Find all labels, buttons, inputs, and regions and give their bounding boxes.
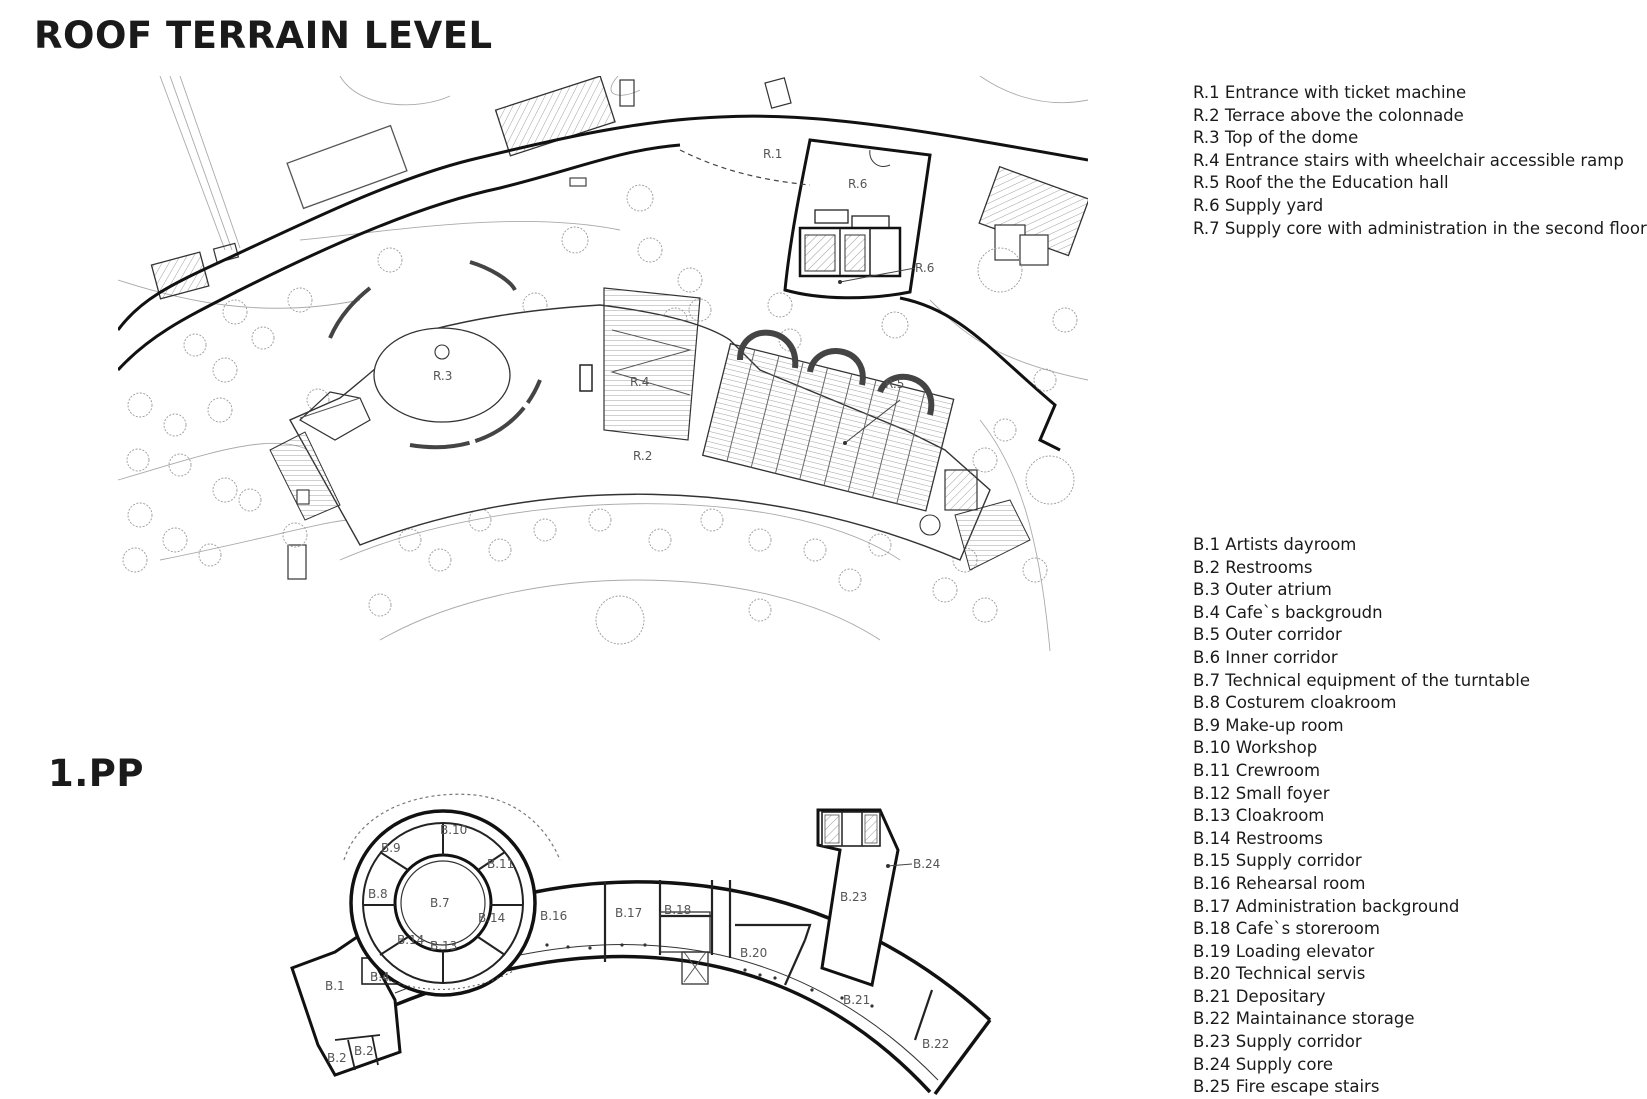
legend-item-b9: B.9 Make-up room [1193,715,1344,735]
legend-item-b13: B.13 Cloakroom [1193,806,1325,826]
floor-plan-1pp: B.1 B.2 B.2 B.4 B.7 B.8 B.9 B.10 B.11 B.… [290,793,992,1096]
roof-site-plan: R.1 R.2 R.3 R.4 R.5 R.6 R.6 [118,76,1088,651]
floor-label-b21: B.21 [843,993,870,1007]
legend-item-r1: R.1 Entrance with ticket machine [1193,83,1467,102]
floor-label-b18: B.18 [664,903,691,917]
legend-item-b25: B.25 Fire escape stairs [1193,1077,1380,1097]
roof-label-r6-core: R.6 [915,261,934,275]
floor-label-b11: B.11 [487,857,514,871]
roof-label-r1: R.1 [763,147,782,161]
floor-label-b24: B.24 [913,857,940,871]
roof-label-r3: R.3 [433,369,452,383]
legend-item-r7: R.7 Supply core with administration in t… [1193,218,1647,238]
roof-label-r4: R.4 [630,375,649,389]
legend-item-b12: B.12 Small foyer [1193,783,1330,803]
floor-label-b2-b: B.2 [354,1044,374,1058]
legend-item-b24: B.24 Supply core [1193,1054,1334,1074]
floor-label-b16: B.16 [540,909,567,923]
roof-legend: R.1 Entrance with ticket machine R.2 Ter… [1193,82,1647,240]
legend-item-b6: B.6 Inner corridor [1193,647,1338,667]
floor-label-b13: B.13 [430,939,457,953]
legend-item-r2: R.2 Terrace above the colonnade [1193,105,1464,125]
roof-label-r5: R.5 [885,377,904,391]
floor-label-b14-a: B.14 [397,933,424,947]
legend-item-b10: B.10 Workshop [1193,738,1318,758]
legend-item-b2: B.2 Restrooms [1193,557,1313,577]
legend-item-b23: B.23 Supply corridor [1193,1032,1362,1052]
legend-item-b19: B.19 Loading elevator [1193,941,1375,961]
legend-item-r6: R.6 Supply yard [1193,195,1324,215]
legend-item-b7: B.7 Technical equipment of the turntable [1193,670,1530,690]
legend-item-b4: B.4 Cafe`s backgroudn [1193,602,1383,622]
floor-plan-title: 1.PP [48,752,145,795]
legend-item-b14: B.14 Restrooms [1193,828,1324,848]
floor-label-b7: B.7 [430,896,450,910]
legend-item-b11: B.11 Crewroom [1193,760,1321,780]
floor-label-b20: B.20 [740,946,767,960]
legend-item-b17: B.17 Administration background [1193,896,1460,916]
roof-label-r6-yard: R.6 [848,177,867,191]
floor-label-b9: B.9 [381,841,401,855]
legend-item-b8: B.8 Costurem cloakroom [1193,693,1397,713]
floor-label-b1: B.1 [325,979,345,993]
floor-label-b22: B.22 [922,1037,949,1051]
legend-item-b22: B.22 Maintainance storage [1193,1009,1415,1029]
legend-item-r5: R.5 Roof the the Education hall [1193,173,1449,193]
legend-item-b18: B.18 Cafe`s storeroom [1193,919,1380,939]
floor-label-b10: B.10 [440,823,467,837]
floor-label-b23: B.23 [840,890,867,904]
floor-label-b14-b: B.14 [478,911,505,925]
floor-label-b8: B.8 [368,887,388,901]
legend-item-r4: R.4 Entrance stairs with wheelchair acce… [1193,150,1624,170]
roof-plan-title: ROOF TERRAIN LEVEL [34,14,493,57]
legend-item-b21: B.21 Depositary [1193,986,1326,1006]
legend-item-b1: B.1 Artists dayroom [1193,535,1357,554]
legend-item-b15: B.15 Supply corridor [1193,851,1362,871]
floor-label-b17: B.17 [615,906,642,920]
floor-label-b4: B.4 [370,970,390,984]
legend-item-b16: B.16 Rehearsal room [1193,873,1366,893]
legend-item-r3: R.3 Top of the dome [1193,128,1359,148]
legend-item-b3: B.3 Outer atrium [1193,580,1332,600]
roof-label-r2: R.2 [633,449,652,463]
legend-item-b5: B.5 Outer corridor [1193,625,1342,645]
floor-label-b2-a: B.2 [327,1051,347,1065]
legend-item-b20: B.20 Technical servis [1193,964,1366,984]
floor-legend: B.1 Artists dayroom B.2 Restrooms B.3 Ou… [1193,534,1530,1099]
